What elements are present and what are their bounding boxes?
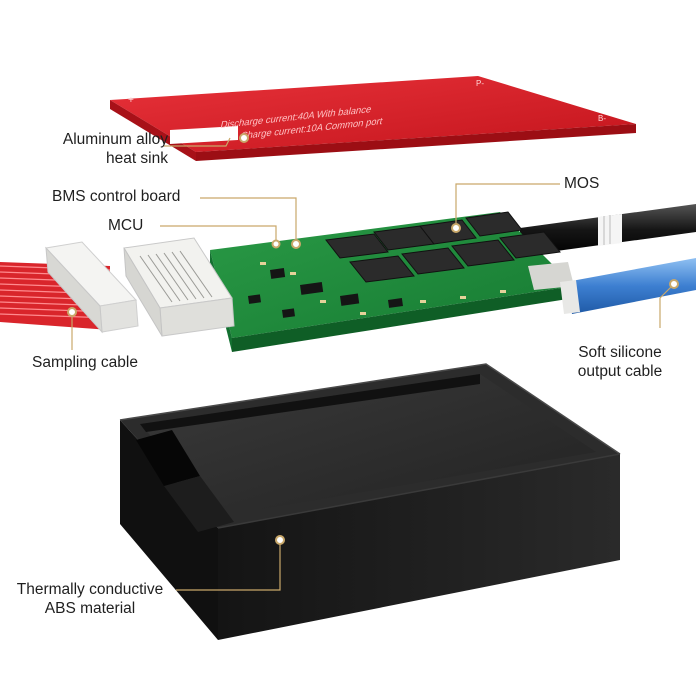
callout-sampling-cable: Sampling cable <box>32 354 138 371</box>
bms-control-board <box>123 211 574 352</box>
callout-abs-material-line2: ABS material <box>44 600 136 617</box>
blue-output-cable <box>560 258 696 314</box>
heat-sink-plus-mark: + <box>128 95 134 106</box>
callout-abs-material: Thermally conductive ABS material <box>2 580 178 618</box>
callout-heat-sink-line1: Aluminum alloy <box>62 131 168 148</box>
mcu-marker <box>271 239 281 249</box>
mos-marker <box>451 223 461 233</box>
callout-output-cable-line1: Soft silicone <box>578 344 662 361</box>
callout-mos: MOS <box>564 175 600 192</box>
abs-material-marker <box>275 535 285 545</box>
abs-enclosure <box>119 363 621 640</box>
heat-sink: + P- B- Discharge current:40A With balan… <box>110 76 636 161</box>
output-cable-marker <box>669 279 679 289</box>
bms-board-marker <box>291 239 301 249</box>
callout-output-cable: Soft silicone output cable <box>552 343 688 381</box>
callout-heat-sink: Aluminum alloy heat sink <box>18 130 168 168</box>
callout-abs-material-line1: Thermally conductive <box>16 581 164 598</box>
sampling-cable-marker <box>67 307 77 317</box>
callout-bms-board: BMS control board <box>52 188 181 205</box>
callout-leader-lines <box>71 137 673 591</box>
sampling-cable <box>0 241 139 334</box>
callout-output-cable-line2: output cable <box>577 363 663 380</box>
heat-sink-p-minus-mark: P- <box>476 79 484 88</box>
heat-sink-b-minus-mark: B- <box>598 114 606 123</box>
mos-transistors <box>325 211 561 283</box>
heat-sink-marker <box>239 133 249 143</box>
black-output-cable <box>520 204 696 256</box>
callout-markers <box>67 133 679 545</box>
callout-mcu: MCU <box>108 217 144 234</box>
callout-heat-sink-line2: heat sink <box>105 150 168 167</box>
